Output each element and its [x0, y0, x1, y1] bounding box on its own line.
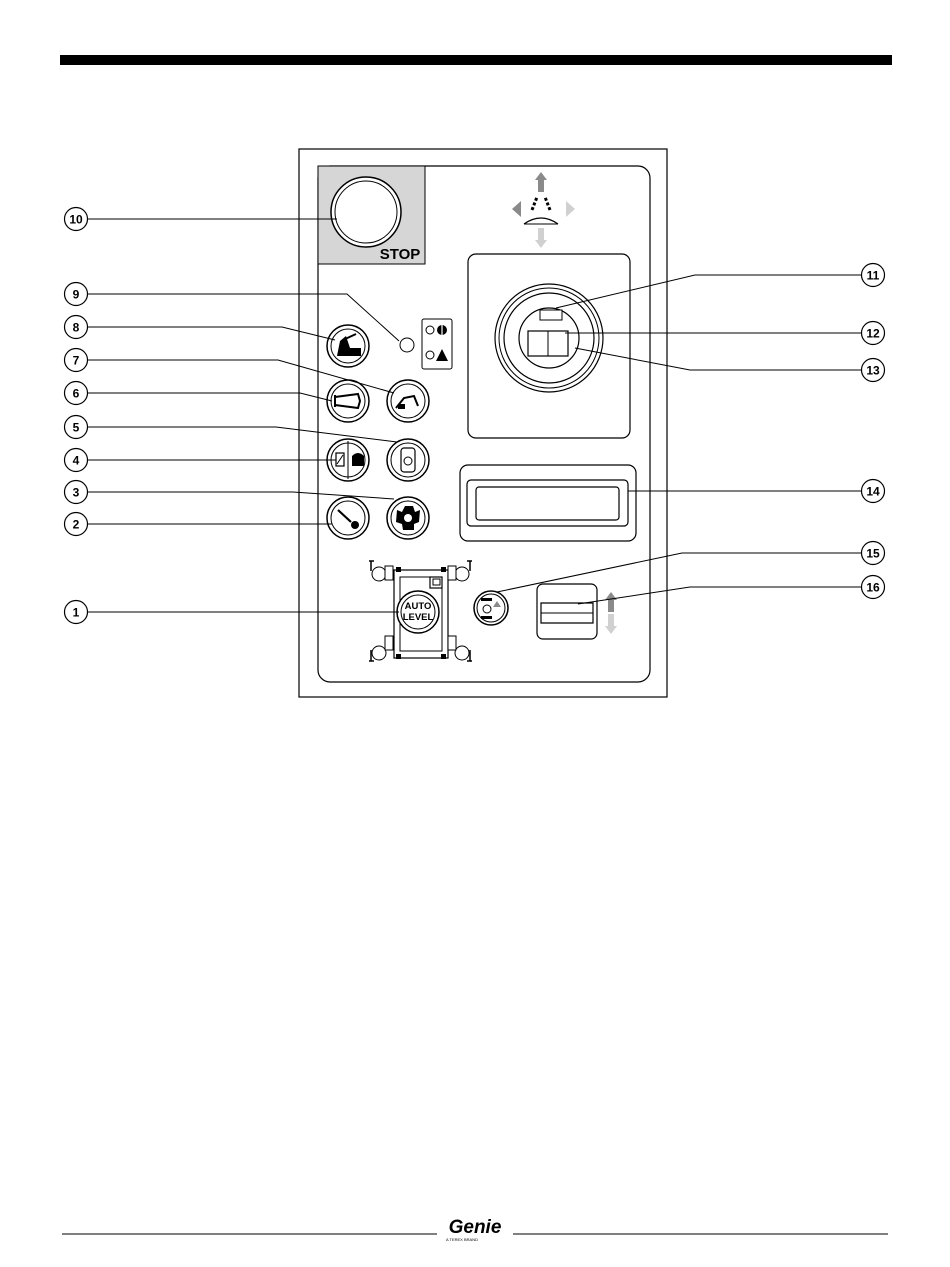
outrigger-rear-right: [448, 636, 472, 661]
logo-subtext: A TEREX BRAND: [446, 1237, 478, 1242]
svg-text:2: 2: [73, 518, 80, 532]
callout-2: 2: [65, 513, 88, 536]
callout-12: 12: [862, 322, 885, 345]
joystick[interactable]: [468, 254, 630, 438]
engine-start-button[interactable]: [387, 497, 429, 539]
horn-button[interactable]: [327, 380, 369, 422]
callout-7: 7: [65, 349, 88, 372]
svg-text:10: 10: [69, 213, 83, 227]
svg-text:4: 4: [73, 454, 80, 468]
callout-6: 6: [65, 382, 88, 405]
callout-13: 13: [862, 359, 885, 382]
svg-text:5: 5: [73, 421, 80, 435]
callout-9: 9: [65, 283, 88, 306]
outrigger-rear-left: [369, 636, 393, 661]
callout-leader-lines: [88, 219, 861, 612]
svg-text:12: 12: [866, 327, 880, 341]
callout-1: 1: [65, 601, 88, 624]
drive-enable-button[interactable]: [327, 325, 369, 367]
outrigger-front-left: [369, 561, 393, 581]
svg-text:16: 16: [866, 581, 880, 595]
auto-level-label-line2: LEVEL: [403, 612, 434, 623]
led-indicator: [400, 338, 414, 352]
svg-text:15: 15: [866, 547, 880, 561]
callout-11: 11: [862, 264, 885, 287]
generator-button[interactable]: [387, 380, 429, 422]
auto-level-label-line1: AUTO: [405, 601, 432, 612]
callout-3: 3: [65, 481, 88, 504]
callout-8: 8: [65, 316, 88, 339]
svg-text:14: 14: [866, 485, 880, 499]
svg-text:9: 9: [73, 288, 80, 302]
svg-text:8: 8: [73, 321, 80, 335]
joystick-direction-icon: [512, 172, 575, 248]
svg-text:1: 1: [73, 606, 80, 620]
callout-15: 15: [862, 542, 885, 565]
svg-text:7: 7: [73, 354, 80, 368]
svg-text:11: 11: [867, 269, 880, 283]
callout-16: 16: [862, 576, 885, 599]
header-bar: [60, 55, 892, 65]
status-indicator-panel: [422, 319, 452, 369]
callout-5: 5: [65, 416, 88, 439]
drive-mode-button[interactable]: [387, 439, 429, 481]
platform-level-button[interactable]: [474, 591, 508, 625]
rocker-switch[interactable]: [537, 584, 617, 639]
svg-text:6: 6: [73, 387, 80, 401]
svg-text:13: 13: [866, 364, 880, 378]
callout-10: 10: [65, 208, 88, 231]
svg-text:3: 3: [73, 486, 80, 500]
callout-4: 4: [65, 449, 88, 472]
outrigger-front-right: [448, 561, 472, 581]
genie-logo: Genie A TEREX BRAND: [446, 1217, 502, 1242]
glow-plug-button[interactable]: [327, 497, 369, 539]
emergency-stop-button[interactable]: STOP: [318, 166, 425, 264]
callout-14: 14: [862, 480, 885, 503]
logo-text: Genie: [449, 1217, 502, 1238]
stop-label: STOP: [380, 246, 421, 263]
lcd-display: [460, 465, 636, 541]
auto-level-button[interactable]: AUTO LEVEL: [397, 591, 439, 633]
